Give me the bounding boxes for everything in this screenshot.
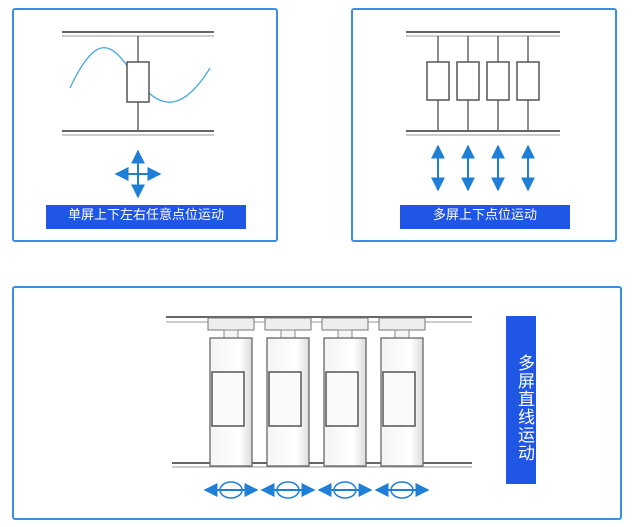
multi-screen-linear-label: 多屏直线运动 <box>506 316 536 484</box>
multi-screen-linear-rig <box>166 316 472 499</box>
screen-box <box>325 371 359 427</box>
screen-box <box>456 61 480 101</box>
horizontal-double-arrow-icon <box>203 481 259 499</box>
multi-screen-vertical-panel <box>351 8 617 242</box>
multi-screen-vertical-rig <box>406 31 560 192</box>
screen-column <box>207 317 255 467</box>
four-way-arrow-icon <box>114 149 162 199</box>
single-screen-panel <box>12 8 278 242</box>
screen-box <box>126 61 150 103</box>
single-screen-label: 单屏上下左右任意点位运动 <box>46 205 246 229</box>
screen-box <box>268 371 302 427</box>
screen-box <box>382 371 416 427</box>
horizontal-double-arrow-icon <box>374 481 430 499</box>
screen-box <box>516 61 540 101</box>
single-screen-rig <box>62 31 214 199</box>
screen-box <box>426 61 450 101</box>
multi-screen-vertical-label: 多屏上下点位运动 <box>400 205 570 229</box>
screen-box <box>211 371 245 427</box>
horizontal-double-arrow-icon <box>260 481 316 499</box>
screen-column <box>264 317 312 467</box>
screen-column <box>378 317 426 467</box>
horizontal-double-arrow-icon <box>317 481 373 499</box>
screen-box <box>486 61 510 101</box>
screen-column <box>321 317 369 467</box>
